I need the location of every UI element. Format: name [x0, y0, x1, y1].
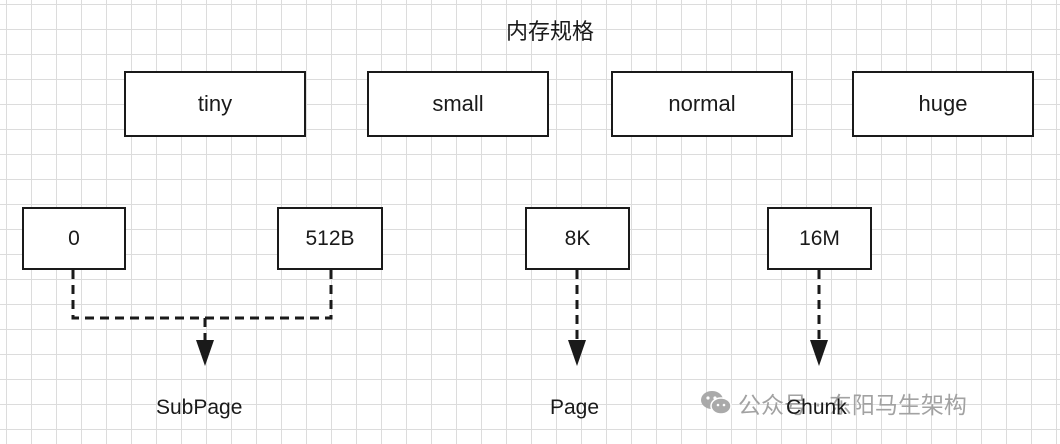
- category-normal-label: normal: [668, 91, 736, 116]
- page-arrowhead: [568, 340, 586, 366]
- subpage-connector: [71, 270, 333, 320]
- category-tiny-box: tiny: [124, 71, 306, 137]
- category-small-box: small: [367, 71, 549, 137]
- size-0-box: 0: [22, 207, 126, 270]
- size-512b-box: 512B: [277, 207, 383, 270]
- category-tiny-label: tiny: [197, 91, 233, 116]
- target-page-label: Page: [550, 396, 600, 419]
- category-huge-label: huge: [918, 91, 968, 116]
- size-16m-box: 16M: [767, 207, 872, 270]
- size-0-label: 0: [68, 226, 80, 250]
- wechat-icon: [701, 391, 732, 415]
- size-512b-label: 512B: [305, 226, 355, 250]
- category-huge-box: huge: [852, 71, 1034, 137]
- target-subpage-label: SubPage: [156, 396, 243, 419]
- watermark-text: 公众号 · 东阳马生架构: [738, 393, 967, 419]
- category-small-label: small: [432, 91, 484, 116]
- size-8k-label: 8K: [564, 226, 591, 250]
- diagram-title: 内存规格: [505, 20, 594, 45]
- chunk-arrowhead: [810, 340, 828, 366]
- category-normal-box: normal: [611, 71, 793, 137]
- target-chunk-label: Chunk: [786, 396, 847, 419]
- watermark: 公众号 · 东阳马生架构: [700, 386, 967, 420]
- subpage-arrowhead: [196, 340, 214, 366]
- size-16m-label: 16M: [799, 226, 840, 250]
- size-8k-box: 8K: [525, 207, 630, 270]
